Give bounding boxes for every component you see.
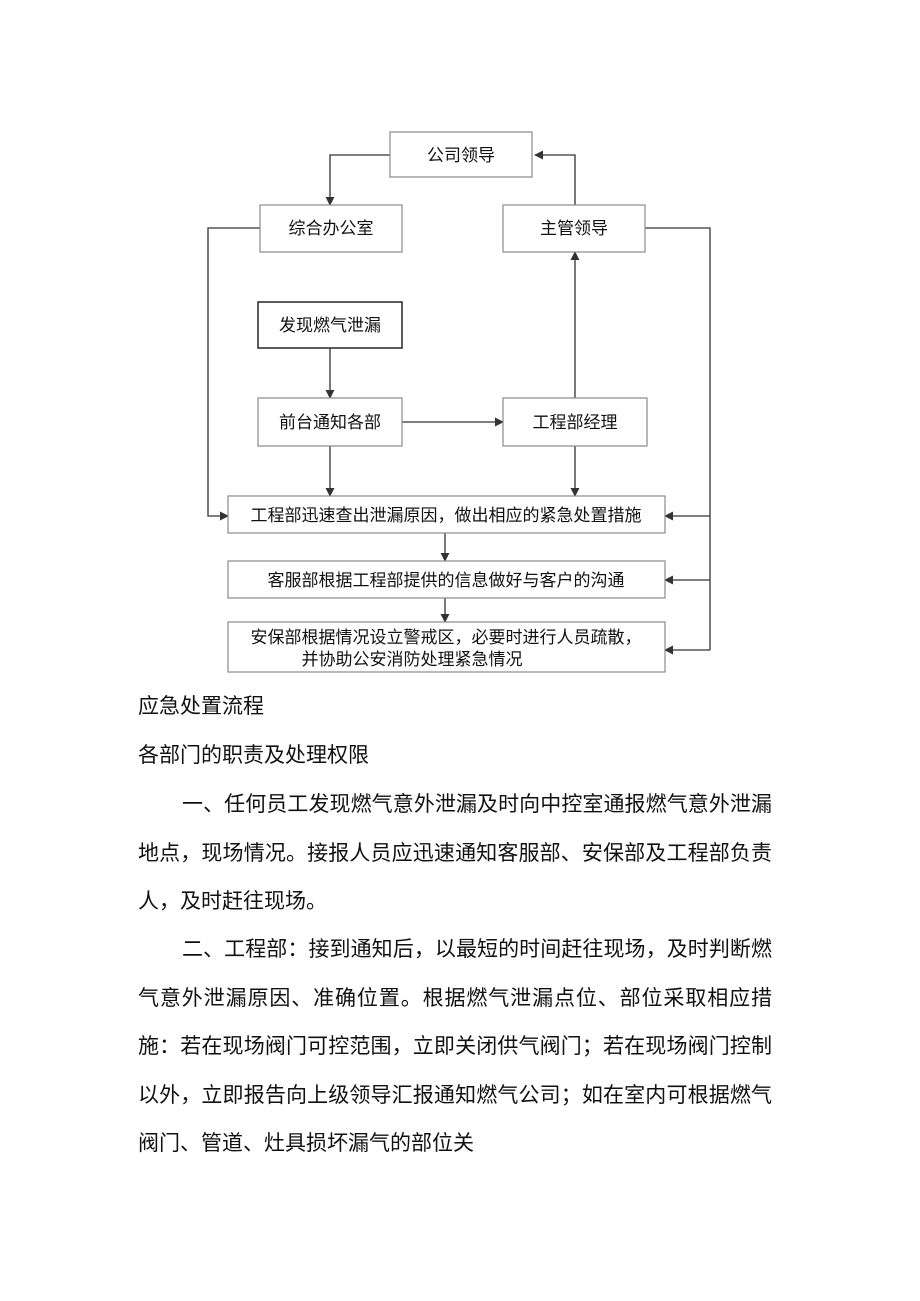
node-company-leader: 公司领导 (389, 131, 533, 178)
node-security-label-line2: 并协助公安消防处理紧急情况 (302, 650, 523, 670)
node-supervisor-label: 主管领导 (540, 219, 608, 239)
node-front-desk-label: 前台通知各部 (279, 413, 381, 433)
node-supervisor: 主管领导 (502, 204, 646, 253)
node-company-leader-label: 公司领导 (427, 146, 495, 166)
node-gas-leak-found: 发现燃气泄漏 (257, 301, 403, 349)
section-title: 各部门的职责及处理权限 (138, 743, 369, 767)
node-gas-leak-found-label: 发现燃气泄漏 (279, 316, 381, 336)
node-engineering-action-label: 工程部迅速查出泄漏原因，做出相应的紧急处置措施 (251, 506, 642, 526)
arrow-office-to-engineering (207, 227, 260, 521)
node-engineering-manager-label: 工程部经理 (533, 413, 618, 433)
node-engineering-manager: 工程部经理 (502, 397, 648, 447)
node-general-office-label: 综合办公室 (289, 219, 374, 239)
node-customer-service-label: 客服部根据工程部提供的信息做好与客户的沟通 (268, 571, 625, 591)
node-security: 安保部根据情况设立警戒区，必要时进行人员疏散， 并协助公安消防处理紧急情况 (227, 621, 666, 673)
node-engineering-action: 工程部迅速查出泄漏原因，做出相应的紧急处置措施 (227, 495, 666, 534)
figure-caption: 应急处置流程 (138, 694, 264, 718)
paragraph-2: 二、工程部：接到通知后，以最短的时间赶往现场，及时判断燃气意外泄漏原因、准确位置… (138, 937, 772, 1155)
paragraph-1: 一、任何员工发现燃气意外泄漏及时向中控室通报燃气意外泄漏地点，现场情况。接报人员… (138, 792, 772, 913)
emergency-flowchart: 公司领导 综合办公室 主管领导 发现燃气泄漏 前台通知各部 工程部经理 工程部迅… (207, 131, 711, 673)
node-security-label-line1: 安保部根据情况设立警戒区，必要时进行人员疏散， (251, 628, 642, 648)
arrow-supervisor-to-leader (534, 150, 576, 205)
node-front-desk: 前台通知各部 (257, 397, 403, 447)
flowchart-connectors (207, 150, 711, 655)
node-customer-service: 客服部根据工程部提供的信息做好与客户的沟通 (227, 560, 666, 599)
node-general-office: 综合办公室 (259, 204, 403, 253)
arrow-leader-to-office (325, 154, 390, 206)
line-supervisor-bus (645, 227, 711, 650)
